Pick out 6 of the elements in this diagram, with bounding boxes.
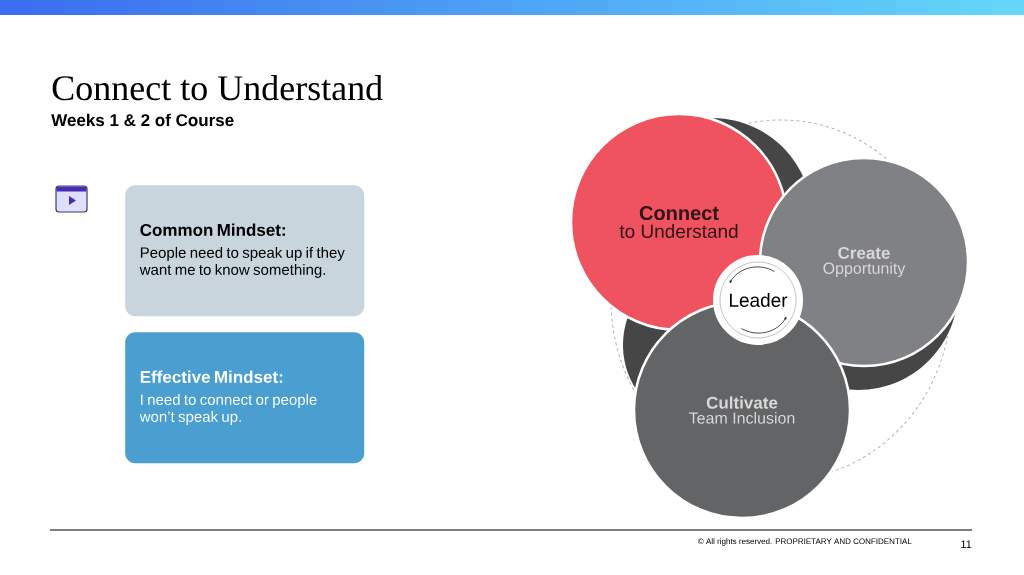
mindset-card: Effective Mindset: I need to connect or people won’t speak up. [125,332,365,464]
title: Connect to Understand [52,75,383,101]
page-number: 11 [961,540,972,548]
mindset-card: Common Mindset: People need to speak up if they want me to know something. [125,185,365,317]
subtitle: Weeks 1 & 2 of Course [51,113,234,127]
copyright-notice: © All rights reserved. PROPRIETARY AND CONFIDENTIAL [698,538,912,546]
